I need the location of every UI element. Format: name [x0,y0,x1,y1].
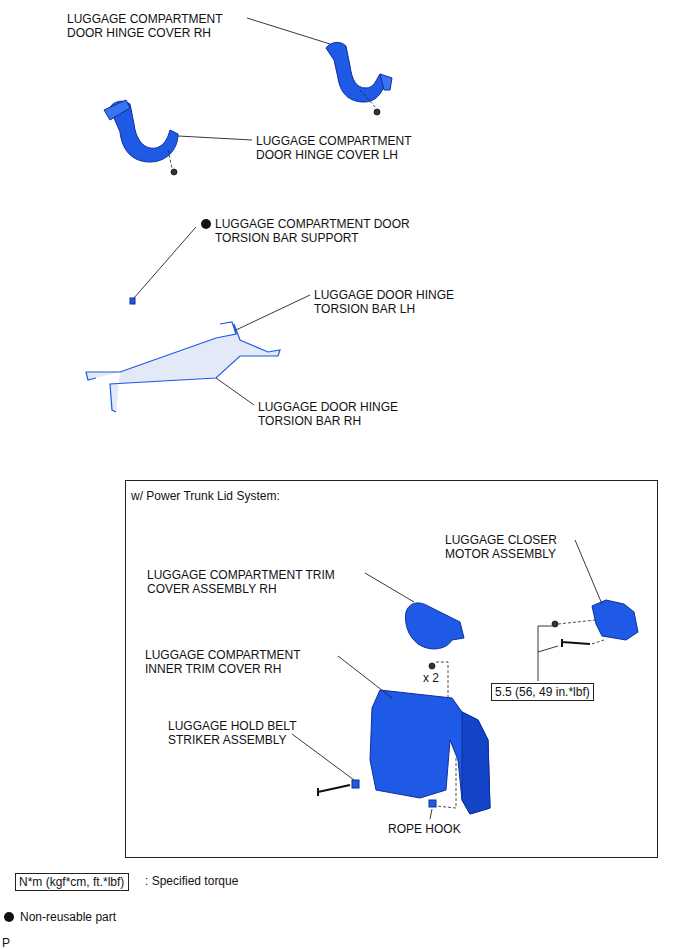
install-line [168,150,172,168]
hinge-cover-lh-end [104,100,130,120]
unit-box: N*m (kgf*cm, ft.*lbf) [15,873,129,891]
part-name: LUGGAGE COMPARTMENT TRIM COVER ASSEMBLY … [147,568,362,596]
quantity-note: x 2 [423,671,439,685]
bolt [318,785,350,796]
hinge-cover-rh-tab [380,74,392,90]
inner-trim-cover-side [462,712,490,814]
leader-line [178,136,252,140]
non-reusable-mark [201,219,211,229]
bolt [171,169,177,175]
hold-belt-striker [352,780,359,788]
bolt [562,639,590,647]
leader-line [134,227,196,298]
torque-box: 5.5 (56, 49 in.*lbf) [491,683,594,701]
part-name: LUGGAGE HOLD BELT STRIKER ASSEMBLY [168,719,328,747]
leader-line [338,656,392,698]
trim-cover-rh [406,603,465,649]
rope-hook [429,800,436,807]
box-text: 5.5 (56, 49 in.*lbf) [495,685,590,699]
torsion-bar-lh [220,322,236,334]
nut [552,621,558,627]
install-line [360,90,376,108]
leader-line [236,295,310,330]
leader-line [538,626,558,681]
leader-line [575,540,602,604]
leader-line [430,809,432,819]
install-line [436,758,456,808]
part-name: LUGGAGE COMPARTMENT DOOR HINGE COVER RH [67,12,237,40]
install-line [558,620,596,624]
leader-line [216,378,254,405]
part-name: LUGGAGE COMPARTMENT DOOR HINGE COVER LH [256,134,426,162]
legend-note: P [2,936,10,949]
torsion-bar-rh [86,324,280,412]
condition-panel: w/ Power Trunk Lid System: 5.5 (56, 49 in… [125,480,658,858]
leader-line [247,18,330,44]
leader-line [365,573,414,602]
part-name: LUGGAGE COMPARTMENT INNER TRIM COVER RH [145,648,315,676]
part-name: LUGGAGE DOOR HINGE TORSION BAR LH [314,288,479,316]
torsion-bar-support [130,298,135,304]
hinge-cover-rh [326,42,386,102]
part-name: ROPE HOOK [388,822,461,836]
part-name: LUGGAGE COMPARTMENT DOOR TORSION BAR SUP… [215,217,425,245]
part-name: LUGGAGE DOOR HINGE TORSION BAR RH [258,400,423,428]
legend-text: Non-reusable part [20,910,116,924]
bolt [374,109,380,115]
box-text: N*m (kgf*cm, ft.*lbf) [19,875,124,889]
legend-note: : Specified torque [145,874,238,888]
legend-swatch [4,912,14,922]
inner-trim-cover-rh [370,690,490,814]
clip [429,663,435,669]
part-name: LUGGAGE CLOSER MOTOR ASSEMBLY [445,533,575,561]
closer-motor [592,600,638,640]
install-line [592,640,604,644]
leader-line [292,734,354,780]
box-text: w/ Power Trunk Lid System: [131,489,280,503]
